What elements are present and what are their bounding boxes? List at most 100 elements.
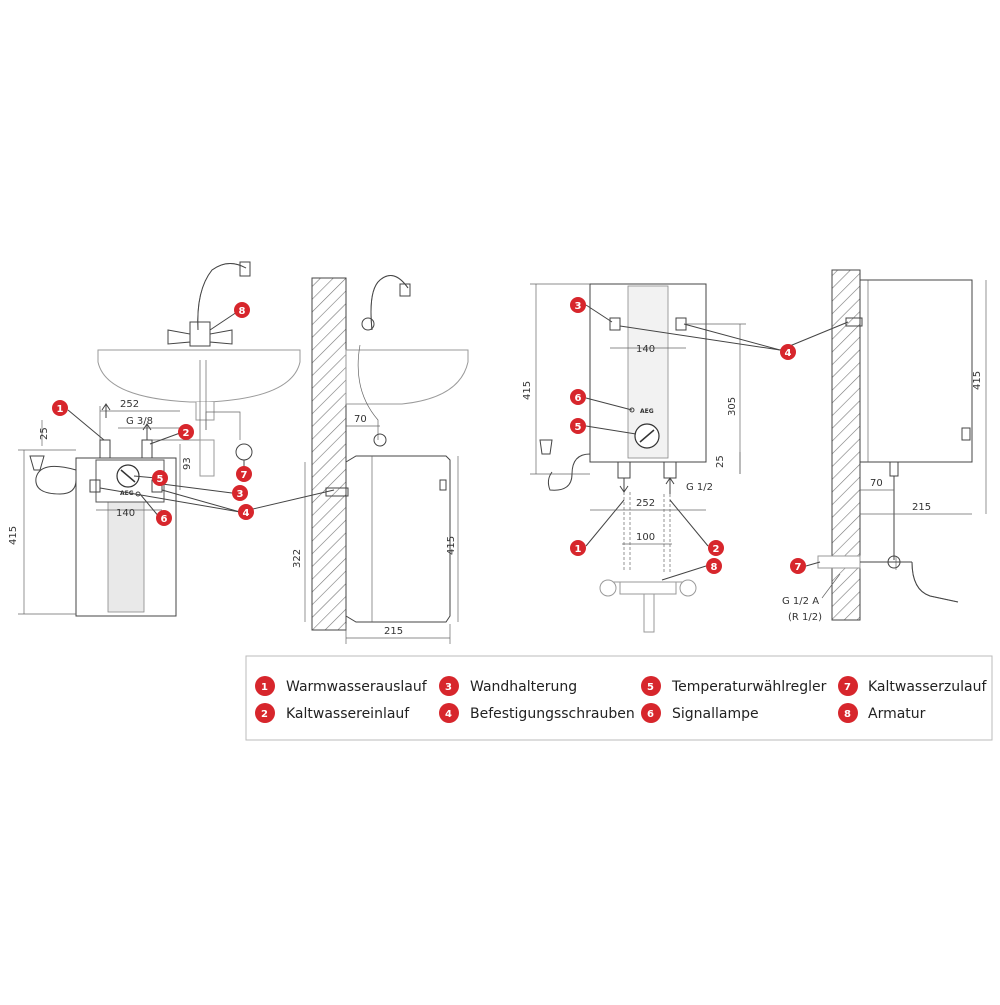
marker-3-right-num: 3 — [575, 301, 582, 312]
dim-140-left: 140 — [116, 508, 135, 519]
legend-num-2: 2 — [261, 709, 268, 720]
marker-6-right: 6 — [570, 389, 586, 405]
mixer-handles — [167, 329, 233, 345]
marker-3-front: 3 — [232, 485, 248, 501]
dim-r12: (R 1/2) — [788, 612, 822, 623]
mixer-side — [361, 317, 375, 331]
marker-1-right-num: 1 — [575, 544, 582, 555]
legend-num-1: 1 — [261, 682, 268, 693]
legend-num-7: 7 — [844, 682, 851, 693]
marker-1-front: 1 — [52, 400, 68, 416]
marker-1-front-num: 1 — [57, 404, 64, 415]
dim-252: 252 — [120, 399, 139, 410]
dim-140-right: 140 — [636, 344, 655, 355]
marker-7-right-num: 7 — [795, 562, 802, 573]
marker-5-front-num: 5 — [157, 474, 164, 485]
marker-6-front: 6 — [156, 510, 172, 526]
dim-25-right: 25 — [715, 455, 726, 468]
power-cable-right — [547, 453, 591, 491]
legend-item-1: 1 Warmwasserauslauf — [255, 676, 428, 696]
power-cable — [35, 465, 77, 495]
marker-5-right-num: 5 — [575, 422, 582, 433]
washbasin — [97, 349, 301, 403]
marker-4-front: 4 — [238, 504, 254, 520]
marker-8-right-num: 8 — [711, 562, 718, 573]
cold-supply-stub — [817, 555, 861, 569]
dim-305: 305 — [727, 397, 738, 416]
marker-8-right: 8 — [706, 558, 722, 574]
legend-label-3: Wandhalterung — [470, 679, 577, 695]
legend-num-5: 5 — [647, 682, 654, 693]
trap — [199, 439, 215, 477]
dim-215-left: 215 — [384, 626, 403, 637]
marker-7-front: 7 — [236, 466, 252, 482]
aerator — [239, 261, 251, 277]
hot-outlet — [99, 439, 111, 459]
marker-7-front-num: 7 — [241, 470, 248, 481]
heater-side-right — [859, 279, 973, 463]
heater-front-right — [589, 283, 707, 463]
marker-8-front-num: 8 — [239, 306, 246, 317]
markers: 1 2 3 4 5 6 7 8 3 4 6 5 1 2 8 7 — [52, 297, 806, 574]
dim-g38: G 3/8 — [126, 416, 153, 427]
view-side-over-sink: 415 70 215 G 1/2 A (R 1/2) — [782, 269, 987, 623]
dim-70-right: 70 — [870, 478, 883, 489]
legend-num-4: 4 — [445, 709, 452, 720]
brand-label: AEG — [120, 490, 134, 497]
dim-322: 322 — [292, 549, 303, 568]
marker-2-front-num: 2 — [183, 428, 190, 439]
marker-2-right-num: 2 — [713, 544, 720, 555]
legend-num-6: 6 — [647, 709, 654, 720]
legend-item-7: 7 Kaltwasserzulauf — [838, 676, 987, 696]
dim-415-side-right: 415 — [972, 371, 983, 390]
marker-7-right: 7 — [790, 558, 806, 574]
bracket-screw-left — [89, 479, 101, 493]
view-side-under-sink: 70 322 415 215 — [292, 275, 469, 644]
dim-415-side-left: 415 — [446, 536, 457, 555]
marker-3-front-num: 3 — [237, 489, 244, 500]
heater-body — [75, 457, 177, 617]
power-plug — [29, 455, 45, 471]
washbasin-side — [345, 349, 469, 405]
armature — [602, 581, 692, 633]
legend-label-2: Kaltwassereinlauf — [286, 706, 410, 722]
heater-panel — [107, 499, 145, 613]
legend-item-6: 6 Signallampe — [641, 703, 759, 723]
dim-415-left: 415 — [8, 526, 19, 545]
dim-25: 25 — [39, 427, 50, 440]
legend-label-8: Armatur — [868, 706, 926, 722]
marker-4-right: 4 — [780, 344, 796, 360]
cold-valve — [235, 443, 253, 461]
brand-label-right: AEG — [640, 408, 654, 415]
legend-label-7: Kaltwasserzulauf — [868, 679, 987, 695]
marker-6-right-num: 6 — [575, 393, 582, 404]
marker-4-front-num: 4 — [243, 508, 250, 519]
marker-5-right: 5 — [570, 418, 586, 434]
legend-label-4: Befestigungsschrauben — [470, 706, 635, 722]
cold-inlet — [141, 439, 153, 459]
heater-side-body — [345, 455, 451, 623]
dim-g12-right: G 1/2 — [686, 482, 713, 493]
legend-label-1: Warmwasserauslauf — [286, 679, 428, 695]
dim-415-front-right: 415 — [522, 381, 533, 400]
marker-6-front-num: 6 — [161, 514, 168, 525]
legend-box — [245, 655, 993, 741]
view-front-under-sink: 252 G 3/8 25 93 AEG 140 415 — [8, 261, 301, 617]
legend-label-6: Signallampe — [672, 706, 759, 722]
dim-g12a: G 1/2 A — [782, 596, 819, 607]
marker-4-right-num: 4 — [785, 348, 792, 359]
marker-2-front: 2 — [178, 424, 194, 440]
power-plug-right — [539, 439, 553, 455]
dim-70-left: 70 — [354, 414, 367, 425]
wall — [311, 277, 347, 631]
marker-2-right: 2 — [708, 540, 724, 556]
spout — [197, 263, 247, 331]
legend-item-4: 4 Befestigungsschrauben — [439, 703, 635, 723]
dim-100: 100 — [636, 532, 655, 543]
marker-3-right: 3 — [570, 297, 586, 313]
